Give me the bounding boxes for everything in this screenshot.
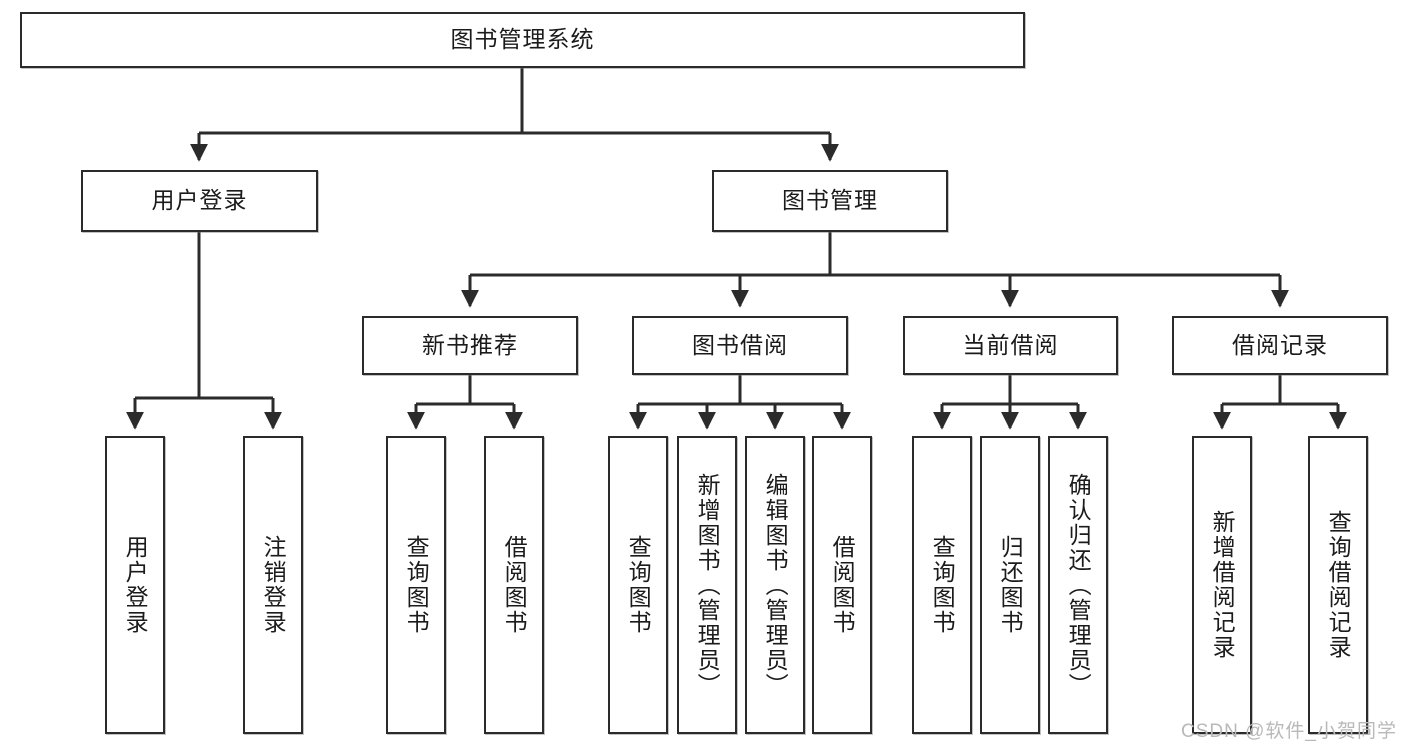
leaf-return-book-label: 归还图书 <box>997 535 1024 635</box>
node-book-manage[interactable]: 图书管理 <box>712 170 948 232</box>
node-book-manage-label: 图书管理 <box>782 187 878 214</box>
leaf-query-book-3[interactable]: 查询图书 <box>912 436 972 734</box>
leaf-add-book-label: 新增图书（管理员） <box>694 472 721 698</box>
leaf-confirm-return[interactable]: 确认归还（管理员） <box>1048 436 1108 734</box>
leaf-borrow-book-2-label: 借阅图书 <box>829 535 856 635</box>
leaf-borrow-book-1[interactable]: 借阅图书 <box>484 436 544 734</box>
leaf-add-record-label: 新增借阅记录 <box>1209 510 1236 660</box>
node-new-book-recommend[interactable]: 新书推荐 <box>362 316 578 375</box>
leaf-return-book[interactable]: 归还图书 <box>980 436 1040 734</box>
node-root-label: 图书管理系统 <box>450 26 595 53</box>
leaf-edit-book[interactable]: 编辑图书（管理员） <box>745 436 805 734</box>
node-book-borrow-label: 图书借阅 <box>692 331 788 358</box>
leaf-query-book-3-label: 查询图书 <box>929 535 956 635</box>
leaf-user-logout[interactable]: 注销登录 <box>243 436 303 734</box>
node-new-book-recommend-label: 新书推荐 <box>422 331 518 358</box>
leaf-add-book[interactable]: 新增图书（管理员） <box>677 436 737 734</box>
node-borrow-record-label: 借阅记录 <box>1232 331 1328 358</box>
leaf-add-record[interactable]: 新增借阅记录 <box>1192 436 1252 734</box>
node-current-borrow-label: 当前借阅 <box>962 331 1059 358</box>
leaf-edit-book-label: 编辑图书（管理员） <box>762 472 789 698</box>
node-borrow-record[interactable]: 借阅记录 <box>1172 316 1388 375</box>
leaf-user-logout-label: 注销登录 <box>260 535 287 635</box>
leaf-confirm-return-label: 确认归还（管理员） <box>1065 472 1092 698</box>
leaf-borrow-book-1-label: 借阅图书 <box>501 535 528 635</box>
node-current-borrow[interactable]: 当前借阅 <box>903 316 1118 375</box>
leaf-query-book-2-label: 查询图书 <box>625 535 652 635</box>
leaf-borrow-book-2[interactable]: 借阅图书 <box>812 436 872 734</box>
node-user-login-label: 用户登录 <box>151 187 248 214</box>
leaf-query-book-1-label: 查询图书 <box>403 535 430 635</box>
node-user-login[interactable]: 用户登录 <box>81 170 318 232</box>
leaf-query-record-label: 查询借阅记录 <box>1325 510 1352 660</box>
leaf-user-login-label: 用户登录 <box>122 535 149 635</box>
leaf-query-book-2[interactable]: 查询图书 <box>608 436 668 734</box>
leaf-query-book-1[interactable]: 查询图书 <box>386 436 446 734</box>
leaf-query-record[interactable]: 查询借阅记录 <box>1308 436 1368 734</box>
watermark: CSDN @软件_小贺同学 <box>1181 721 1397 742</box>
leaf-user-login[interactable]: 用户登录 <box>105 436 165 734</box>
node-book-borrow[interactable]: 图书借阅 <box>632 316 848 375</box>
node-root[interactable]: 图书管理系统 <box>20 12 1025 68</box>
